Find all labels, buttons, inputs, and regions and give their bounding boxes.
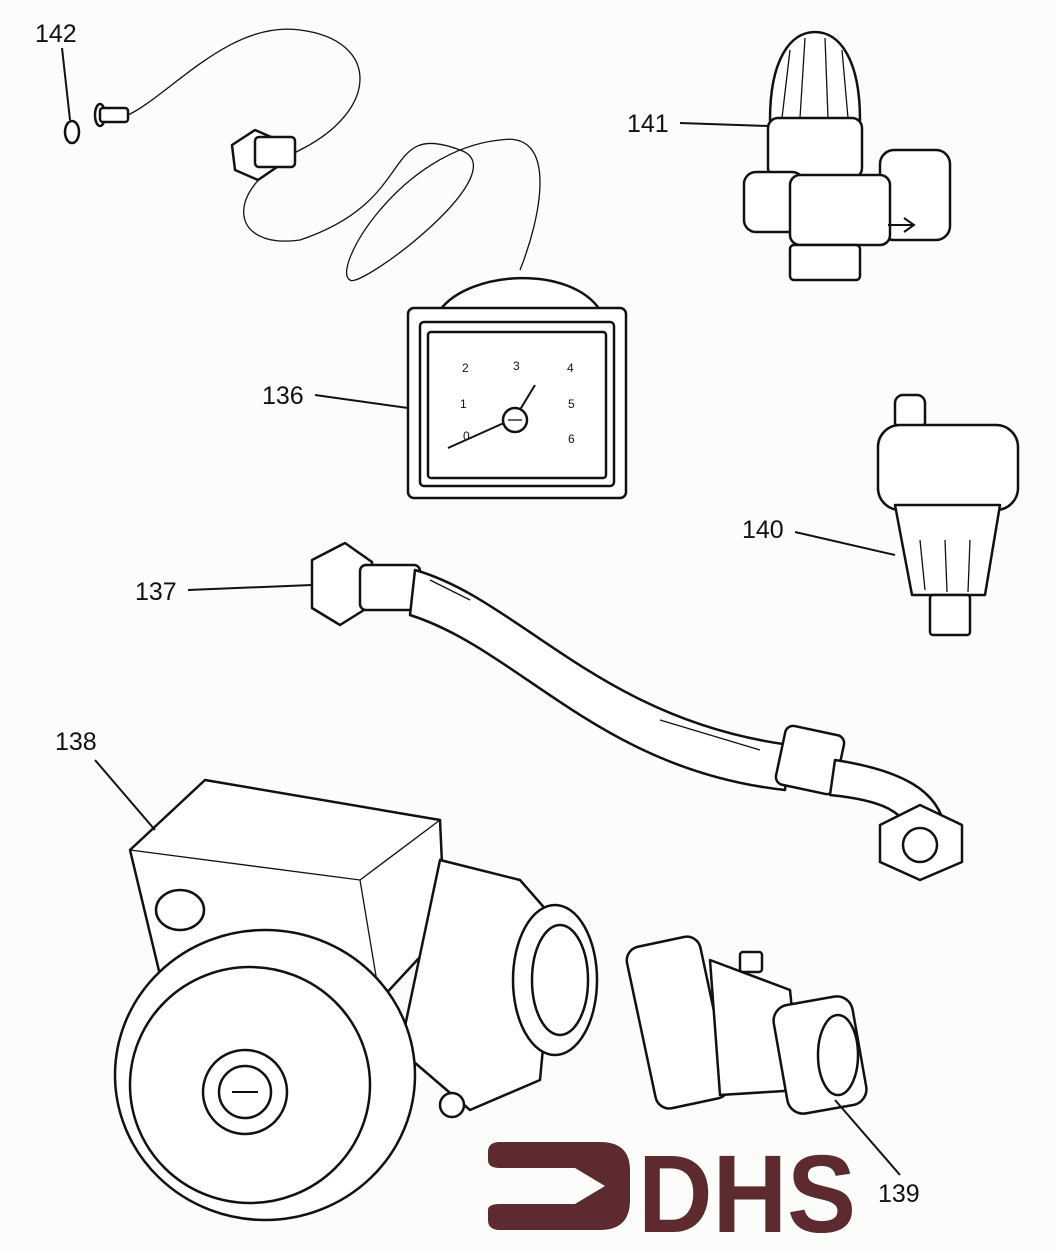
leader-140 — [794, 531, 896, 556]
leader-139 — [834, 1099, 901, 1176]
gauge-tick-4: 4 — [567, 361, 574, 375]
part-137-flexible-hose — [310, 541, 964, 882]
leader-137 — [187, 584, 313, 591]
logo-arrow-icon — [488, 1142, 630, 1230]
leader-136 — [314, 394, 409, 409]
leader-138 — [94, 759, 156, 831]
part-140-automatic-air-vent — [876, 393, 1020, 637]
label-137: 137 — [135, 578, 177, 606]
gauge-tick-6: 6 — [568, 432, 575, 446]
label-139: 139 — [878, 1180, 920, 1208]
part-141-pressure-relief-valve — [742, 30, 952, 282]
label-138: 138 — [55, 728, 97, 756]
gauge-tick-0: 0 — [463, 429, 470, 443]
leader-141 — [679, 122, 769, 127]
part-142-sensor-probe — [63, 28, 541, 282]
leader-142 — [61, 47, 71, 121]
part-136-pressure-gauge: 0 1 2 3 4 5 6 — [406, 276, 628, 500]
gauge-tick-1: 1 — [460, 397, 467, 411]
label-142: 142 — [35, 20, 77, 48]
logo-text: DHS — [638, 1133, 856, 1253]
dhs-logo: DHS — [488, 1133, 856, 1253]
label-136: 136 — [262, 382, 304, 410]
label-141: 141 — [627, 110, 669, 138]
gauge-tick-3: 3 — [513, 359, 520, 373]
gauge-tick-2: 2 — [462, 361, 469, 375]
label-140: 140 — [742, 516, 784, 544]
part-138-circulating-pump — [113, 778, 599, 1222]
part-139-isolating-valve — [625, 935, 868, 1115]
gauge-tick-5: 5 — [568, 397, 575, 411]
